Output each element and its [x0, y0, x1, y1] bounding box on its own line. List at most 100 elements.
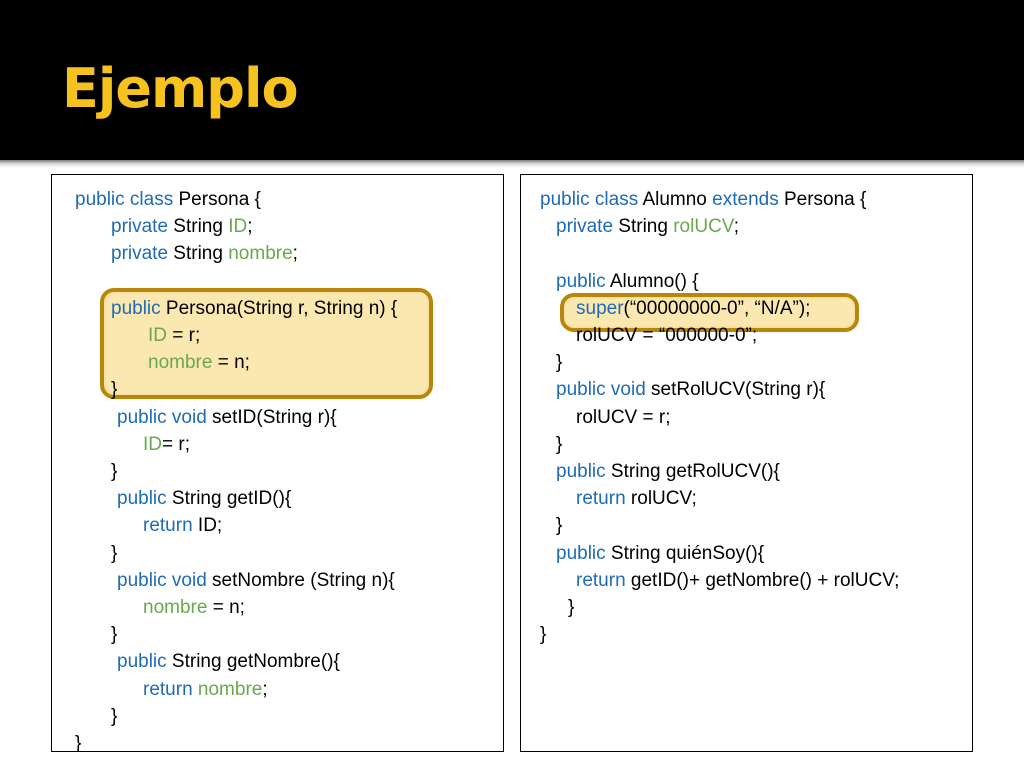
code-line: }: [568, 594, 574, 621]
code-text: = r;: [167, 325, 201, 346]
code-keyword: private: [111, 243, 169, 265]
code-text: = n;: [212, 352, 250, 374]
code-keyword: private: [111, 216, 169, 238]
code-line: }: [556, 431, 562, 458]
code-text: String: [613, 216, 674, 238]
code-text: }: [111, 705, 118, 727]
code-keyword: return: [576, 488, 626, 510]
code-identifier: nombre: [143, 597, 208, 618]
code-line: public void setNombre (String n){: [117, 567, 395, 594]
code-identifier: ID: [228, 216, 248, 238]
code-text: setNombre (String n){: [206, 569, 395, 591]
code-text: String getRolUCV(){: [605, 461, 780, 482]
super-call-highlight: [560, 293, 859, 332]
code-line: public void setRolUCV(String r){: [556, 376, 825, 403]
code-keyword: public class: [75, 189, 174, 210]
code-text: }: [111, 624, 118, 646]
code-identifier: rolUCV: [673, 216, 734, 238]
code-line: }: [75, 730, 82, 752]
code-keyword: return: [143, 515, 193, 537]
code-text: Alumno: [638, 189, 713, 210]
code-identifier: nombre: [197, 678, 263, 700]
code-line: public String quiénSoy(){: [556, 540, 764, 567]
code-text: ;: [262, 678, 268, 700]
code-line: private String nombre;: [111, 240, 298, 267]
code-text: }: [540, 624, 547, 646]
code-keyword: public: [556, 270, 606, 292]
code-text: }: [111, 461, 118, 482]
code-keyword: public: [117, 488, 167, 510]
persona-code-box: public class Persona {private String ID;…: [51, 174, 504, 752]
code-text: Persona {: [778, 189, 867, 210]
constructor-highlight: [100, 288, 433, 399]
code-text: setRolUCV(String r){: [645, 379, 826, 401]
code-text: String quiénSoy(){: [605, 542, 765, 564]
code-text: }: [111, 542, 118, 564]
code-line: return rolUCV;: [576, 485, 697, 512]
code-keyword: return: [576, 569, 626, 591]
code-keyword: extends: [712, 189, 779, 210]
code-keyword: super: [576, 297, 624, 319]
code-line: rolUCV = “000000-0”;: [576, 322, 757, 349]
code-text: String: [168, 243, 229, 265]
code-line: return getID()+ getNombre() + rolUCV;: [576, 567, 899, 594]
code-text: ;: [247, 216, 253, 238]
code-text: }: [556, 433, 563, 455]
code-line: public String getID(){: [117, 485, 291, 512]
code-keyword: public: [111, 297, 161, 319]
code-text: rolUCV = r;: [576, 406, 671, 428]
code-line: public String getRolUCV(){: [556, 458, 780, 485]
alumno-code-box: public class Alumno extends Persona { pri…: [520, 174, 973, 752]
code-keyword: public: [556, 542, 606, 564]
code-line: return nombre;: [143, 676, 268, 703]
code-text: Alumno() {: [605, 270, 699, 292]
code-keyword: public void: [556, 379, 646, 401]
code-keyword: public void: [117, 406, 207, 428]
code-line: }: [540, 621, 546, 648]
code-text: Persona {: [173, 189, 261, 210]
code-line: }: [556, 349, 562, 376]
code-text: }: [556, 515, 563, 537]
code-line: public Persona(String r, String n) {: [111, 295, 397, 322]
code-line: nombre = n;: [143, 594, 245, 621]
code-text: }: [568, 597, 575, 618]
code-line: return ID;: [143, 512, 222, 539]
code-line: rolUCV = r;: [576, 404, 671, 431]
code-line: public void setID(String r){: [117, 404, 337, 431]
code-identifier: nombre: [228, 243, 293, 265]
code-text: String getNombre(){: [166, 651, 340, 673]
code-line: }: [111, 376, 117, 403]
code-text: = r;: [162, 433, 190, 455]
code-line: }: [111, 458, 117, 485]
code-text: getID()+ getNombre() + rolUCV;: [625, 569, 900, 591]
code-text: rolUCV;: [625, 488, 697, 510]
code-line: public class Persona {: [75, 186, 261, 213]
code-text: rolUCV = “000000-0”;: [576, 325, 758, 346]
code-line: public Alumno() {: [556, 268, 699, 295]
code-text: }: [75, 733, 82, 752]
title-divider: [0, 160, 1024, 168]
code-text: ID;: [192, 515, 223, 537]
code-line: nombre = n;: [148, 349, 250, 376]
code-line: }: [111, 703, 117, 730]
code-line: private String ID;: [111, 213, 253, 240]
code-line: }: [111, 621, 117, 648]
code-text: ;: [292, 243, 298, 265]
code-line: }: [556, 512, 562, 539]
code-line: ID = r;: [148, 322, 200, 349]
code-line: public String getNombre(){: [117, 648, 340, 675]
code-text: Persona(String r, String n) {: [160, 297, 398, 319]
code-text: = n;: [207, 597, 245, 618]
code-text: String: [168, 216, 229, 238]
code-keyword: public: [117, 651, 167, 673]
code-text: (“00000000-0”, “N/A”);: [623, 297, 811, 319]
code-keyword: public: [556, 461, 606, 482]
title-bar: Ejemplo: [0, 0, 1024, 160]
code-text: setID(String r){: [206, 406, 337, 428]
code-line: private String rolUCV;: [556, 213, 739, 240]
code-text: String getID(){: [166, 488, 292, 510]
code-identifier: nombre: [148, 352, 213, 374]
code-keyword: public class: [540, 189, 639, 210]
code-identifier: ID: [148, 325, 167, 346]
code-identifier: ID: [143, 433, 162, 455]
